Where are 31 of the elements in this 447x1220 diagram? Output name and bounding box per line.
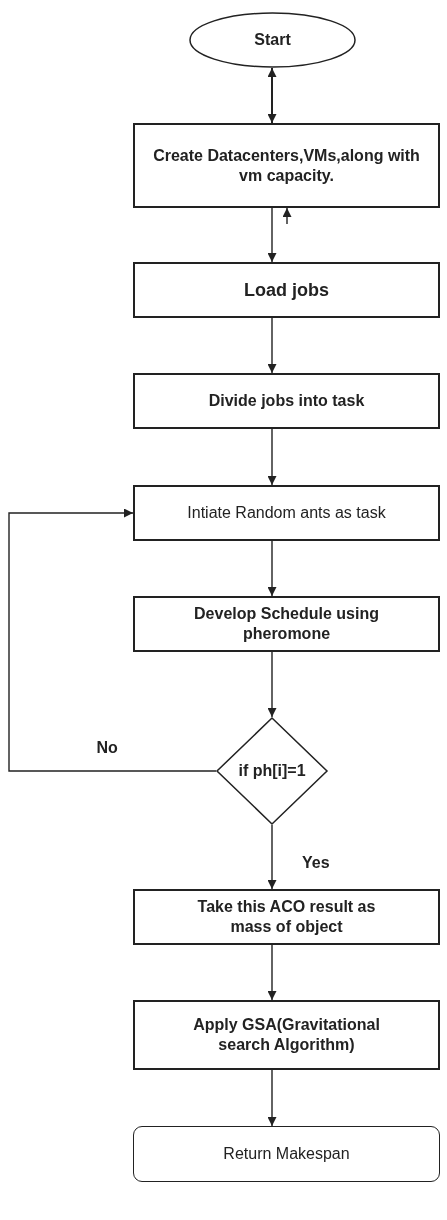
arrow (267, 428, 277, 486)
step-text: Load jobs (244, 278, 329, 302)
step-text: Develop Schedule using pheromone (193, 604, 380, 644)
process-box (133, 262, 440, 318)
arrow (8, 508, 217, 772)
step-text: Return Makespan (223, 1144, 350, 1164)
process-box (133, 1000, 440, 1070)
process-box (133, 373, 440, 429)
condition-text: if ph[i]=1 (238, 761, 306, 781)
decision-diamond (216, 717, 328, 825)
process-box (133, 596, 440, 652)
terminal-box (133, 1126, 440, 1182)
step-text: Take this ACO result as mass of object (196, 897, 377, 937)
arrow (282, 207, 292, 225)
process-box (133, 123, 440, 208)
process-box (133, 485, 440, 541)
arrow (267, 824, 277, 890)
step-text: Start (254, 30, 291, 50)
arrow (267, 1069, 277, 1127)
arrow (267, 207, 277, 263)
step-text: Apply GSA(Gravitational search Algorithm) (192, 1015, 381, 1055)
arrow (267, 944, 277, 1001)
step-text: Divide jobs into task (208, 391, 365, 411)
process-box (133, 889, 440, 945)
double-arrow (267, 67, 277, 124)
step-text: Intiate Random ants as task (187, 503, 386, 523)
arrow (267, 651, 277, 718)
arrow (267, 317, 277, 374)
step-text: Create Datacenters,VMs,along with vm capacity. (152, 145, 421, 186)
start-ellipse (189, 12, 356, 68)
arrow (267, 540, 277, 597)
